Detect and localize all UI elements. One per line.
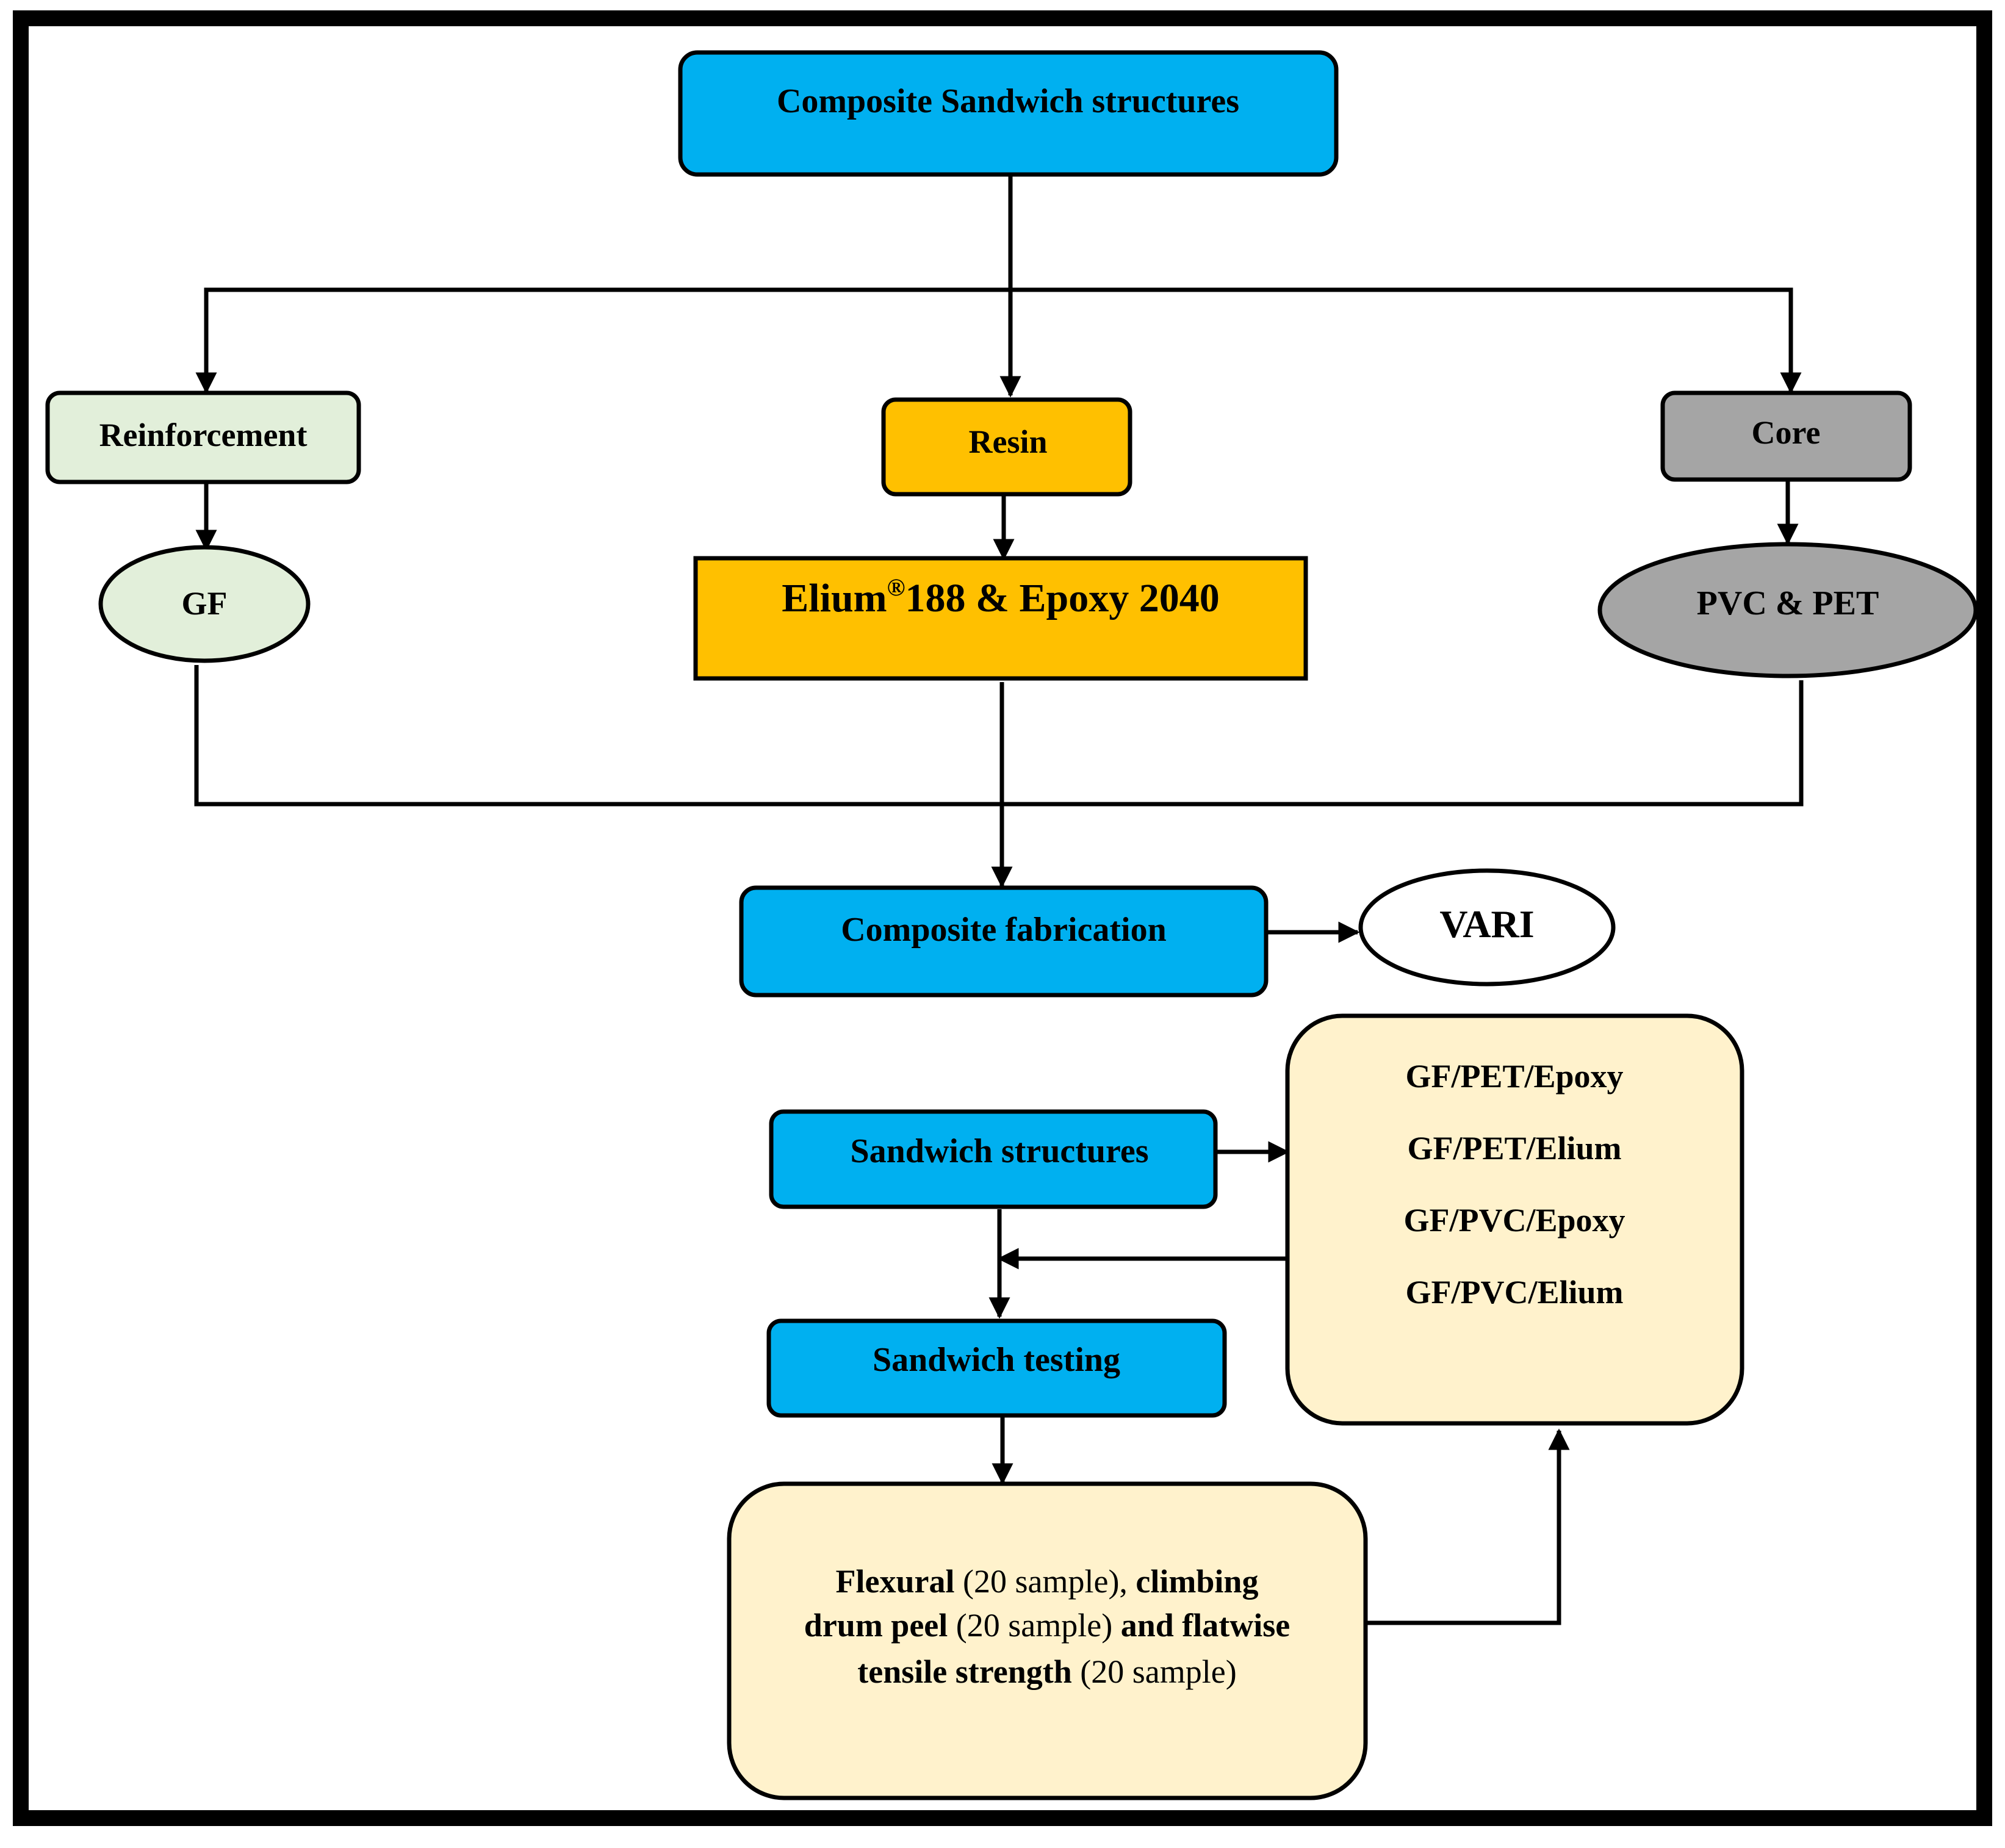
tests-line: tensile strength (20 sample) (857, 1653, 1236, 1690)
branch-connector (204, 287, 1793, 390)
registered-mark: ® (887, 573, 905, 601)
text-bold: drum peel (804, 1607, 948, 1644)
node-label: Composite Sandwich structures (777, 82, 1239, 120)
node-sandwich-list: GF/PET/Epoxy GF/PET/Elium GF/PVC/Epoxy G… (1285, 1013, 1744, 1426)
node-box (739, 885, 1269, 998)
text-normal: (20 sample) (948, 1607, 1120, 1644)
list-item: GF/PET/Elium (1407, 1130, 1621, 1167)
node-label: PVC & PET (1697, 584, 1879, 622)
node-label: Sandwich testing (873, 1341, 1120, 1379)
node-box (678, 50, 1339, 177)
list-item: GF/PVC/Elium (1405, 1274, 1623, 1310)
text-bold: and flatwise (1121, 1607, 1290, 1644)
node-label: Elium®188 & Epoxy 2040 (782, 573, 1220, 620)
connectors (194, 176, 1804, 1625)
node-label: Reinforcement (99, 417, 308, 453)
text-normal: (20 sample) (1072, 1653, 1237, 1690)
node-label: Resin (968, 423, 1047, 460)
node-label: GF (182, 585, 228, 622)
node-label: Composite fabrication (841, 911, 1167, 949)
list-item: GF/PVC/Epoxy (1403, 1202, 1625, 1239)
node-composite-fabrication: Composite fabrication (739, 885, 1269, 998)
node-box (727, 1481, 1368, 1800)
label-part: 188 & Epoxy 2040 (905, 576, 1220, 620)
node-sandwich-structures: Sandwich structures (769, 1109, 1218, 1209)
node-reinforcement: Reinforcement (45, 390, 361, 484)
node-vari: VARI (1358, 868, 1616, 987)
node-resin-types: Elium®188 & Epoxy 2040 (693, 556, 1308, 681)
tests-line: Flexural (20 sample), climbing (836, 1563, 1259, 1600)
text-bold: climbing (1136, 1563, 1258, 1600)
node-ellipse (98, 545, 311, 663)
node-box (1285, 1013, 1744, 1426)
node-box (766, 1318, 1227, 1418)
node-box (45, 390, 361, 484)
node-ellipse (1358, 868, 1616, 987)
node-label: Sandwich structures (850, 1132, 1148, 1170)
node-composite-sandwich-structures: Composite Sandwich structures (678, 50, 1339, 177)
node-box (1660, 390, 1912, 482)
text-bold: tensile strength (857, 1653, 1071, 1690)
node-sandwich-testing: Sandwich testing (766, 1318, 1227, 1418)
tests-line: drum peel (20 sample) and flatwise (804, 1607, 1290, 1644)
node-gf: GF (98, 545, 311, 663)
node-core-types: PVC & PET (1597, 542, 1978, 678)
node-box (881, 397, 1132, 497)
node-ellipse (1597, 542, 1978, 678)
text-bold: Flexural (836, 1563, 955, 1600)
node-core: Core (1660, 390, 1912, 482)
node-label: Core (1752, 414, 1821, 451)
label-part: Elium (782, 576, 887, 620)
merge-connector (194, 665, 1804, 807)
text-normal: (20 sample), (955, 1563, 1136, 1600)
node-resin: Resin (881, 397, 1132, 497)
list-item: GF/PET/Epoxy (1405, 1058, 1623, 1095)
node-box (769, 1109, 1218, 1209)
arrow-tests-to-list (1366, 1428, 1570, 1625)
node-tests: Flexural (20 sample), climbing drum peel… (727, 1481, 1368, 1800)
node-label: VARI (1439, 902, 1534, 946)
node-box (693, 556, 1308, 681)
